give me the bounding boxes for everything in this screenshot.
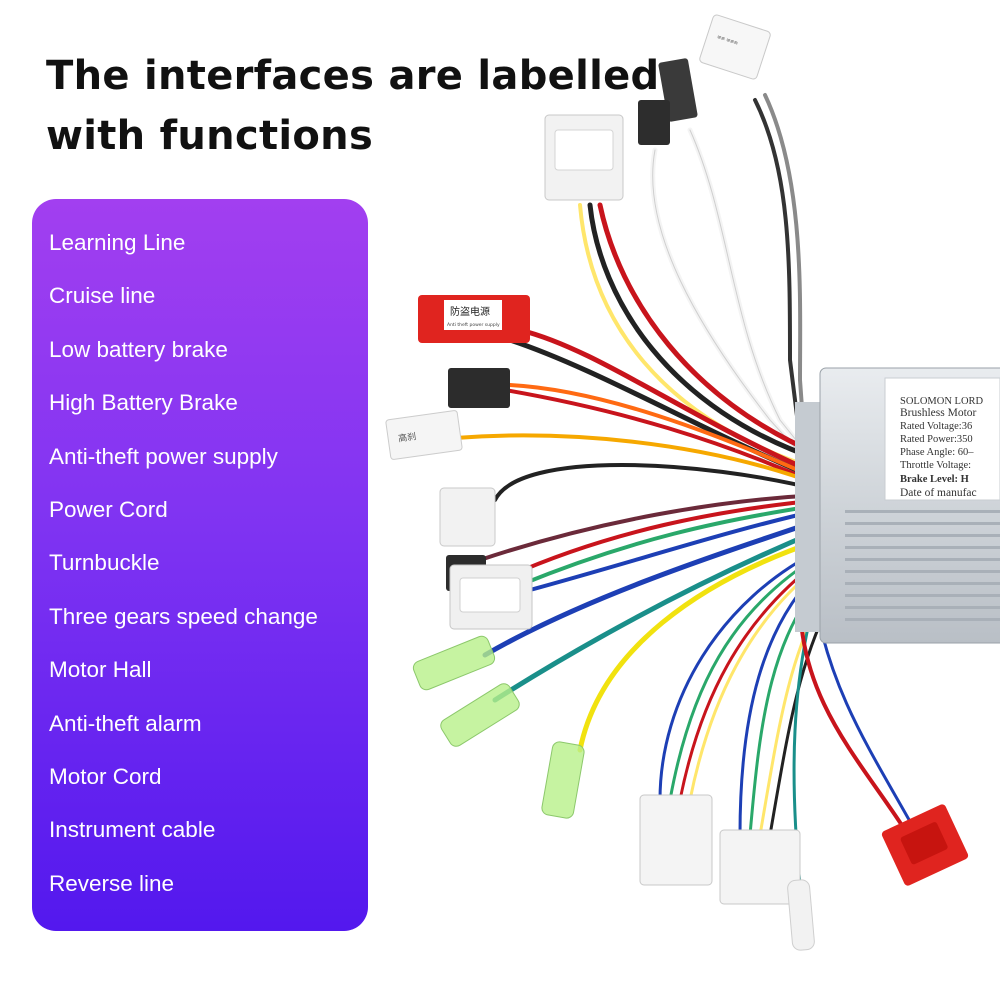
controller-illustration: ≡≡ ≡≡≡ 防盗电源 Anti theft power supply 高刹	[385, 14, 1000, 951]
anti-theft-tag: 防盗电源	[450, 305, 490, 318]
headline-line-1: The interfaces are labelled	[46, 53, 660, 99]
headline: The interfaces are labelled with functio…	[46, 46, 666, 166]
function-item: Anti-theft power supply	[49, 443, 278, 469]
high-brake-tag: 高刹	[397, 430, 417, 444]
function-item: High Battery Brake	[49, 390, 238, 416]
label-line: SOLOMON LORD	[900, 396, 984, 407]
function-item: Instrument cable	[49, 817, 216, 843]
label-line: Rated Power:350	[900, 434, 973, 445]
function-item: Motor Cord	[49, 763, 162, 789]
function-item: Power Cord	[49, 496, 168, 522]
function-item: Low battery brake	[49, 336, 228, 362]
anti-theft-sub: Anti theft power supply	[447, 322, 500, 328]
label-line: Throttle Voltage:	[900, 460, 971, 471]
function-item: Motor Hall	[49, 657, 152, 683]
left-connectors: 防盗电源 Anti theft power supply 高刹	[385, 295, 533, 630]
label-line: Rated Voltage:36	[900, 421, 972, 432]
label-line: Date of manufac	[900, 487, 977, 499]
function-item: Learning Line	[49, 230, 186, 255]
label-line: Brake Level: H	[900, 474, 969, 485]
function-list-panel: Learning Line Cruise line Low battery br…	[32, 199, 368, 931]
controller-photo: ≡≡ ≡≡≡ 防盗电源 Anti theft power supply 高刹	[370, 0, 1000, 1000]
headline-line-2: with functions	[46, 113, 374, 159]
controller-housing: SOLOMON LORD Brushless Motor Rated Volta…	[795, 367, 1000, 644]
function-item: Three gears speed change	[49, 603, 318, 629]
bullet-terminals	[412, 635, 585, 819]
housing-fins	[845, 510, 1000, 621]
label-line: Brushless Motor	[900, 407, 977, 419]
function-item: Reverse line	[49, 870, 175, 896]
function-item: Anti-theft alarm	[49, 710, 202, 736]
function-item: Turnbuckle	[49, 550, 160, 576]
bottom-connectors	[639, 794, 969, 951]
label-line: Phase Angle: 60–	[900, 447, 974, 458]
top-connectors: ≡≡ ≡≡≡	[544, 14, 771, 201]
function-list: Learning Line Cruise line Low battery br…	[32, 226, 368, 920]
function-item: Cruise line	[49, 283, 156, 309]
